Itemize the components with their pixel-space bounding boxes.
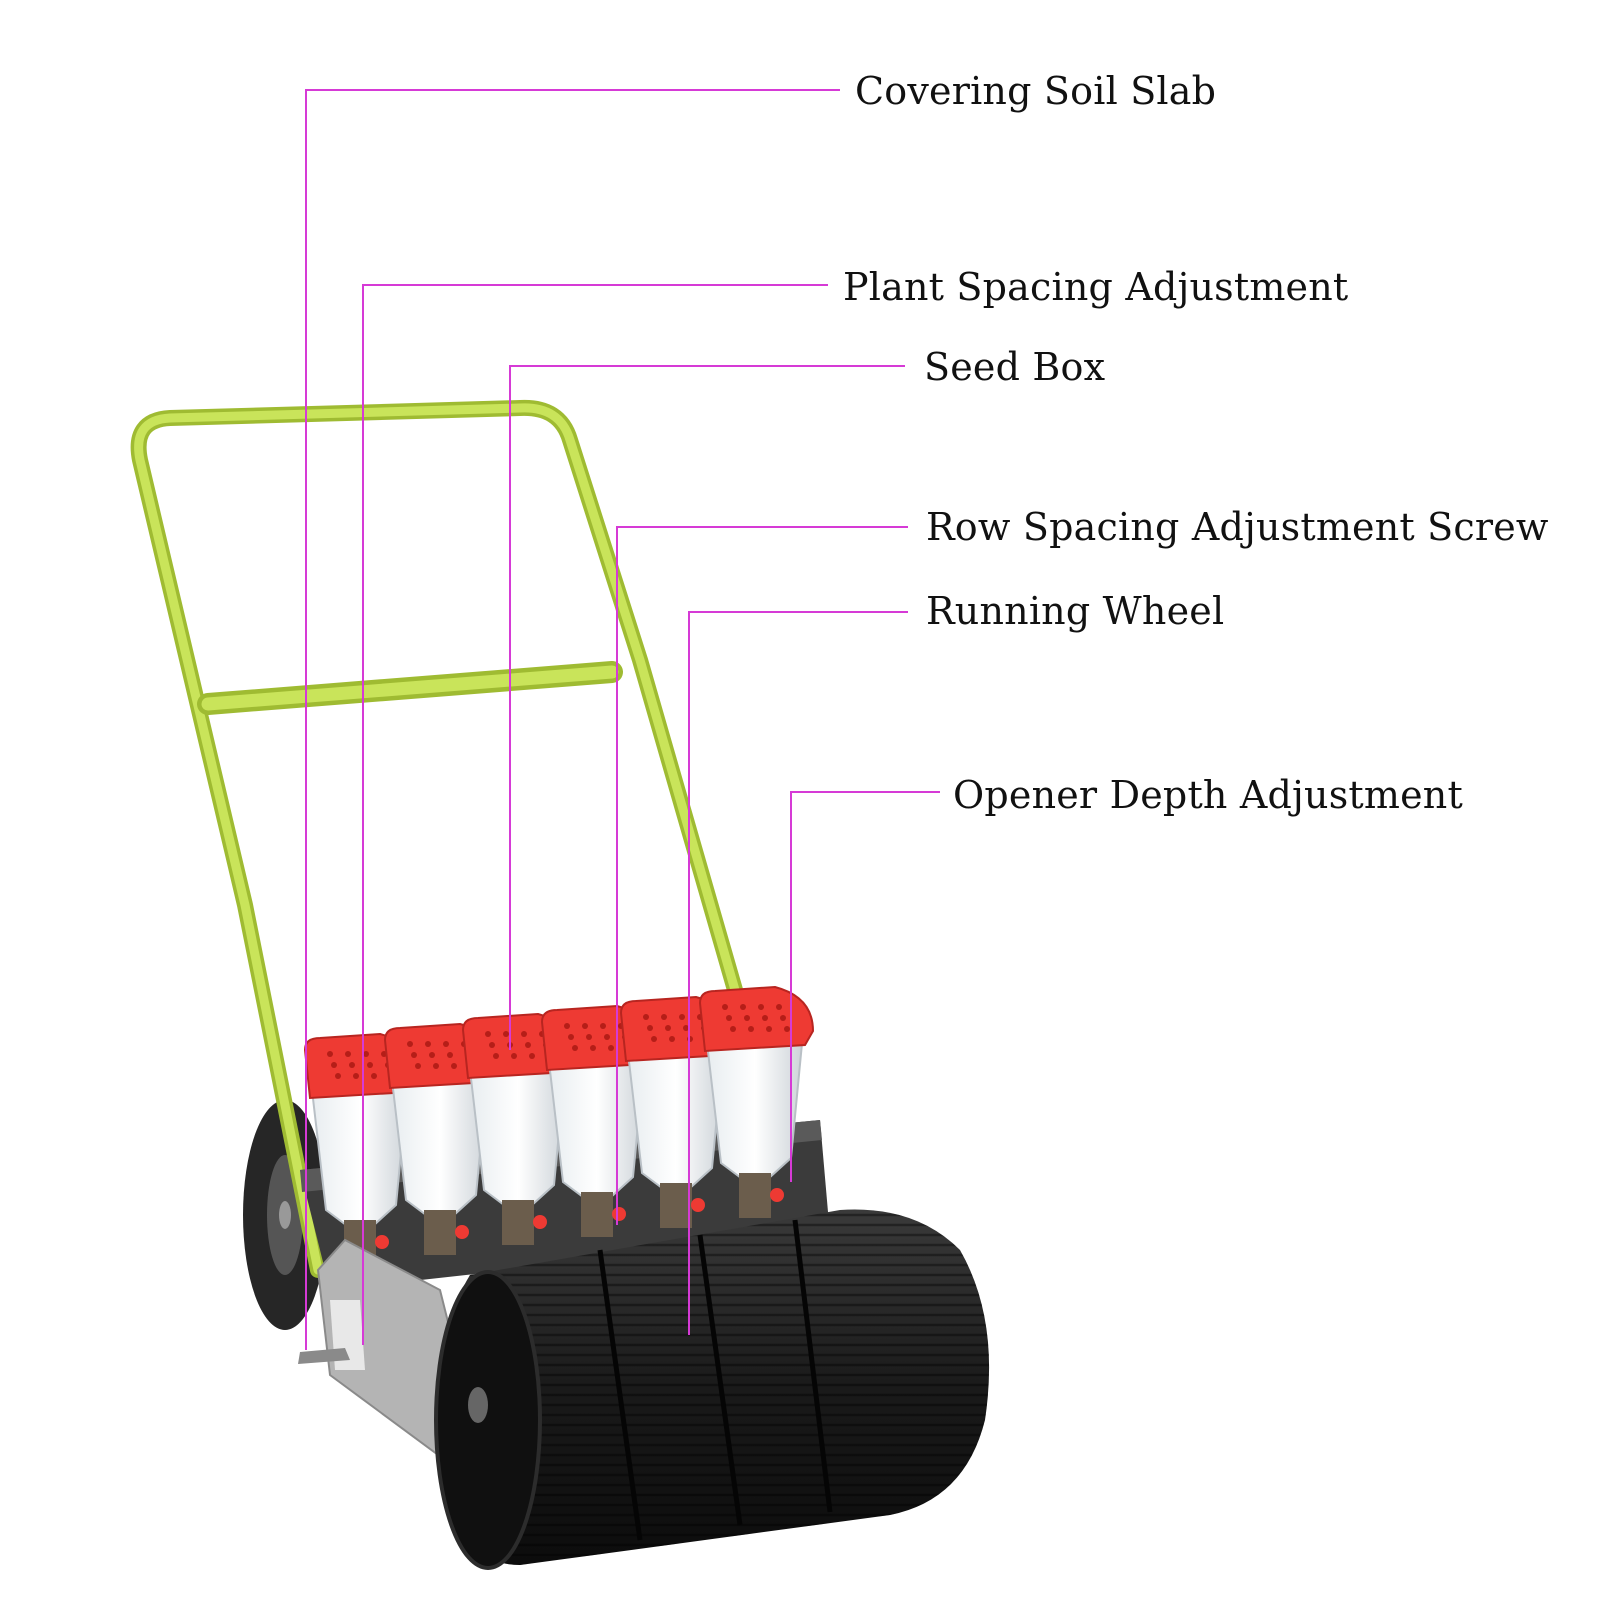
label-running-wheel: Running Wheel: [926, 589, 1225, 633]
front-press-wheel: [434, 1209, 990, 1570]
label-opener-depth-adjustment: Opener Depth Adjustment: [953, 773, 1463, 817]
leader-line-seed-box: [509, 365, 905, 1050]
label-plant-spacing-adjustment: Plant Spacing Adjustment: [843, 265, 1349, 309]
covering-soil-slab-plate: [298, 1348, 350, 1364]
label-row-spacing-adjustment-screw: Row Spacing Adjustment Screw: [926, 505, 1549, 549]
seed-box-6: [698, 985, 815, 1218]
leader-line-covering-soil-slab: [305, 89, 840, 1350]
leader-line-plant-spacing-adjustment: [362, 284, 828, 1345]
label-seed-box: Seed Box: [924, 345, 1106, 389]
seed-box-4: [540, 1004, 657, 1237]
leader-line-row-spacing-adjustment-screw: [616, 526, 908, 1225]
seed-boxes: [303, 985, 815, 1265]
leader-lines: [305, 89, 940, 1350]
handle-frame: [130, 399, 743, 1278]
leader-line-opener-depth-adjustment: [790, 791, 940, 1182]
side-housing: [298, 1238, 472, 1462]
label-covering-soil-slab: Covering Soil Slab: [855, 69, 1217, 113]
leader-line-running-wheel: [688, 611, 908, 1335]
